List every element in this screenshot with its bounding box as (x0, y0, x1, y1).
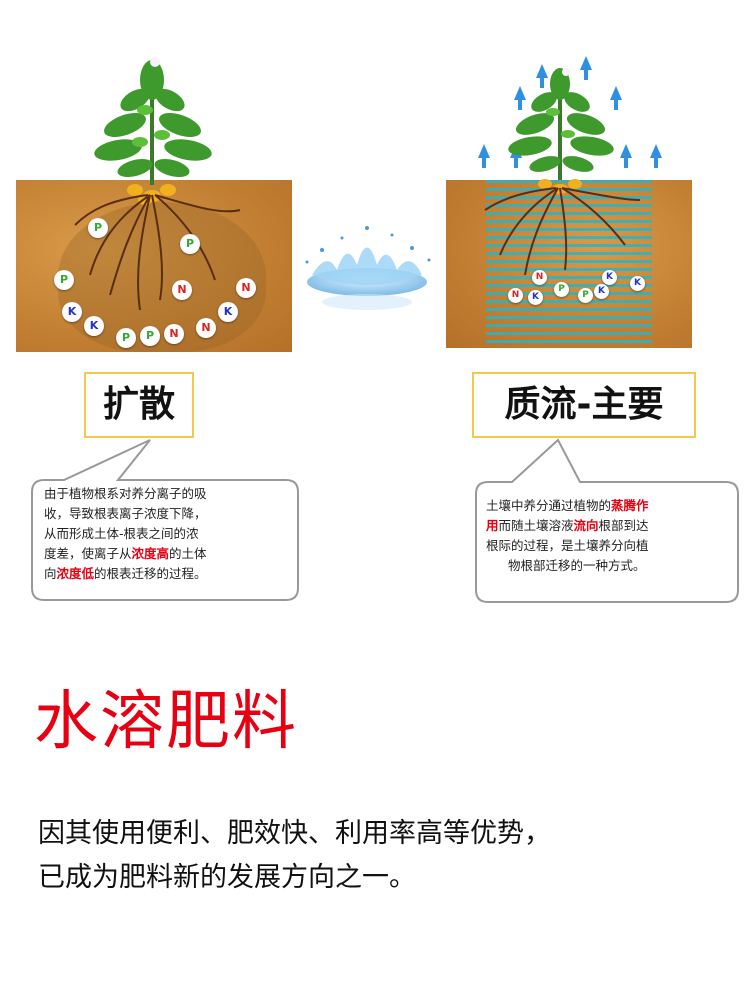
ion-p: P (180, 234, 200, 254)
ion-k: K (630, 276, 645, 291)
ion-k: K (594, 284, 609, 299)
ion-n: N (532, 270, 547, 285)
ion-p: P (54, 270, 74, 290)
ion-n: N (164, 324, 184, 344)
ion-k: K (62, 302, 82, 322)
water-splash-icon (305, 226, 431, 310)
bubble-line: 用而随土壤溶液流向根部到达 (486, 518, 649, 533)
description-line: 已成为肥料新的发展方向之一。 (38, 862, 416, 893)
ion-p: P (140, 326, 160, 346)
bubble-line: 物根部迁移的一种方式。 (508, 558, 646, 573)
highlight-flow: 流向 (573, 518, 599, 533)
bubble-line: 向浓度低的根表迁移的过程。 (44, 566, 207, 581)
right-bubble-shape (475, 438, 739, 603)
main-title: 水溶肥料 (34, 685, 298, 759)
highlight-high: 浓度高 (131, 546, 170, 561)
soil-solution-stripes (486, 180, 652, 348)
ion-p: P (578, 288, 593, 303)
mass-flow-description: 土壤中养分通过植物的蒸腾作 用而随土壤溶液流向根部到达 根际的过程，是土壤养分向… (486, 496, 732, 576)
plant-right-illustration (478, 56, 662, 276)
bubble-line: 收，导致根表离子浓度下降， (44, 506, 207, 521)
diffusion-description: 由于植物根系对养分离子的吸 收，导致根表离子浓度下降， 从而形成土体-根表之间的… (44, 484, 294, 584)
bubble-line: 从而形成土体-根表之间的浓 (44, 526, 199, 541)
diffusion-label: 扩散 (84, 372, 194, 438)
mass-flow-label: 质流-主要 (472, 372, 696, 438)
ion-k: K (528, 290, 543, 305)
ion-n: N (196, 318, 216, 338)
bubble-line: 度差，使离子从浓度高的土体 (44, 546, 207, 561)
description-line: 因其使用便利、肥效快、利用率高等优势， (38, 818, 551, 849)
highlight-low: 浓度低 (56, 566, 95, 581)
left-bubble-shape (31, 439, 299, 601)
bubble-line: 由于植物根系对养分离子的吸 (44, 486, 207, 501)
bubble-line: 根际的过程，是土壤养分向植 (486, 538, 649, 553)
ion-n: N (508, 288, 523, 303)
ion-p: P (116, 328, 136, 348)
speech-bubbles (31, 438, 739, 603)
ion-n: N (236, 278, 256, 298)
ion-k: K (218, 302, 238, 322)
ion-p: P (554, 282, 569, 297)
bubble-line: 土壤中养分通过植物的蒸腾作 (486, 498, 649, 513)
main-description: 因其使用便利、肥效快、利用率高等优势， 已成为肥料新的发展方向之一。 (38, 812, 738, 900)
ion-k: K (602, 270, 617, 285)
highlight-transpiration: 蒸腾作 (611, 498, 649, 513)
ion-p: P (88, 218, 108, 238)
ion-k: K (84, 316, 104, 336)
ion-n: N (172, 280, 192, 300)
